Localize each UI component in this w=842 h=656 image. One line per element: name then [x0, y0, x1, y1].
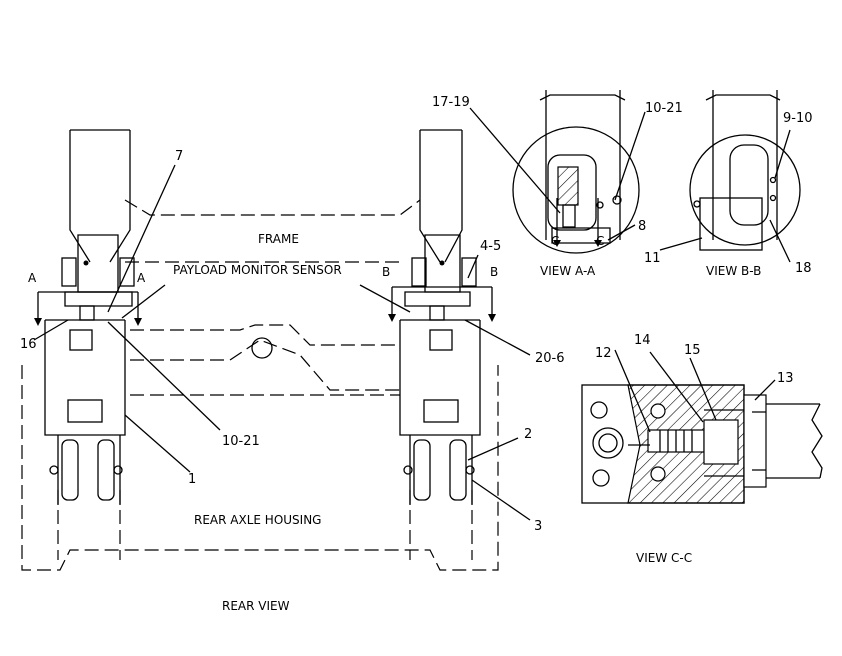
section-mark-c-left: C [551, 234, 559, 248]
callout-20-6: 20-6 [535, 351, 565, 366]
callout-15: 15 [684, 343, 701, 358]
section-mark-a-left: A [28, 271, 37, 285]
callout-11: 11 [644, 251, 661, 266]
callout-2: 2 [524, 427, 532, 442]
callout-12: 12 [595, 346, 612, 361]
callout-17-19: 17-19 [432, 95, 470, 110]
callout-10-21-rear: 10-21 [222, 434, 260, 449]
view-cc-detail [581, 349, 823, 504]
section-mark-a-right: A [137, 271, 146, 285]
section-line-bb: B B [382, 265, 498, 322]
section-mark-c-right: C [596, 234, 604, 248]
right-suspension-cylinder [399, 129, 481, 505]
view-bb-detail [659, 90, 801, 263]
callout-14: 14 [634, 333, 651, 348]
callout-3: 3 [534, 519, 542, 534]
callout-10-21-aa: 10-21 [645, 101, 683, 116]
callout-1: 1 [188, 472, 196, 487]
rear-view-leaders [33, 164, 531, 521]
view-cc-title: VIEW C-C [636, 551, 692, 565]
callout-16: 16 [20, 337, 37, 352]
section-mark-b-left: B [382, 265, 390, 279]
callout-9-10: 9-10 [783, 111, 813, 126]
left-suspension-cylinder [44, 129, 135, 505]
section-line-aa: A A [28, 271, 146, 326]
frame-outline [124, 199, 421, 263]
callout-13: 13 [777, 371, 794, 386]
callout-8: 8 [638, 219, 646, 234]
axle-housing-outline [21, 324, 499, 571]
callout-18: 18 [795, 261, 812, 276]
rear-axle-housing-label: REAR AXLE HOUSING [194, 513, 321, 527]
section-mark-b-right: B [490, 265, 498, 279]
view-aa-detail: C C [469, 90, 646, 254]
view-bb-title: VIEW B-B [706, 264, 761, 278]
rear-view-title: REAR VIEW [222, 599, 290, 613]
callout-7: 7 [175, 149, 183, 164]
payload-monitor-sensor-label: PAYLOAD MONITOR SENSOR [173, 263, 342, 277]
callout-4-5: 4-5 [480, 239, 501, 254]
frame-label: FRAME [258, 232, 299, 246]
view-aa-title: VIEW A-A [540, 264, 596, 278]
